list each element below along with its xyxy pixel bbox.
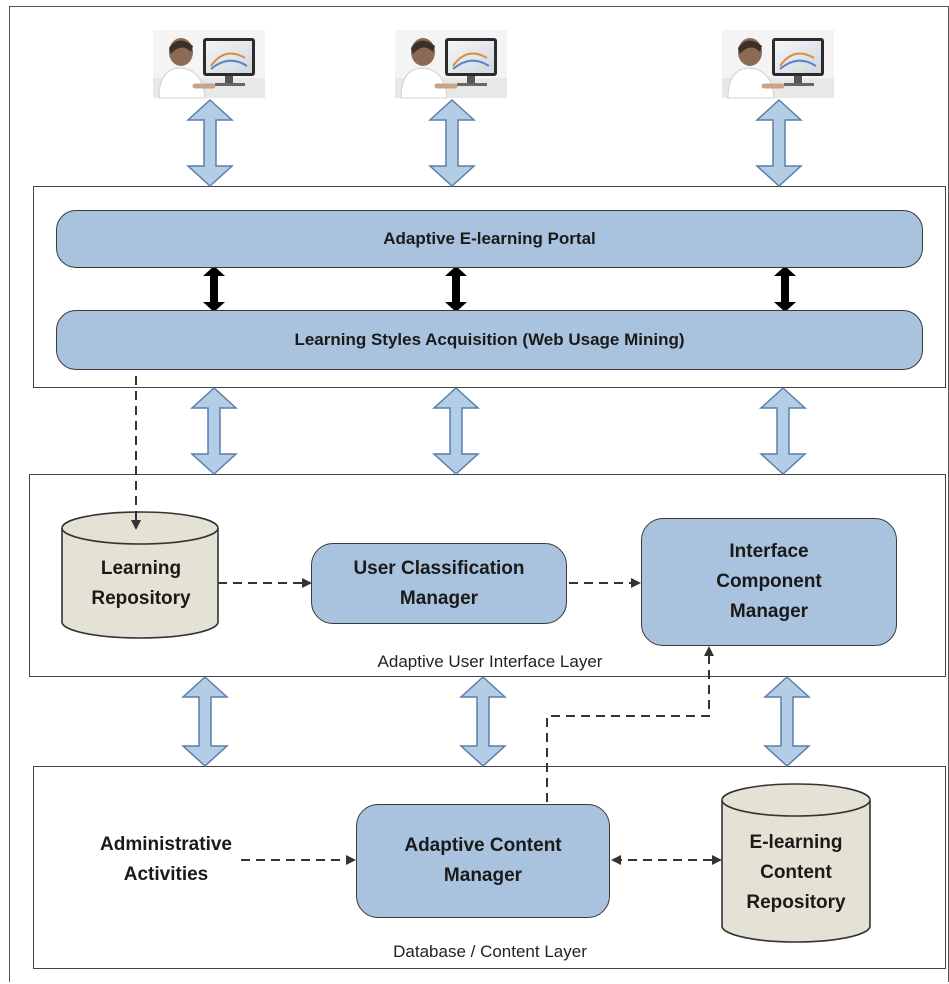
user-at-computer-icon — [722, 30, 834, 99]
adaptive-ui-layer-caption: Adaptive User Interface Layer — [377, 652, 603, 671]
user-classification-manager: User Classification Manager — [311, 543, 567, 624]
elearning-content-repository-cylinder — [721, 783, 871, 943]
content-manager-to-interface-connector — [546, 646, 714, 802]
double-arrow-icon — [428, 98, 476, 188]
black-double-arrow-icon — [774, 266, 796, 312]
learning-repository-label: Learning Repository — [91, 558, 191, 609]
database-content-layer-caption: Database / Content Layer — [393, 942, 587, 961]
learning-styles-acquisition: Learning Styles Acquisition (Web Usage M… — [56, 310, 923, 370]
adaptive-content-manager: Adaptive Content Manager — [356, 804, 610, 918]
black-double-arrow-icon — [203, 266, 225, 312]
double-arrow-icon — [190, 386, 238, 476]
user-at-computer-icon — [153, 30, 265, 99]
user-at-computer-icon — [395, 30, 507, 99]
administrative-activities: Administrative Activities — [100, 834, 232, 885]
interface-component-manager: Interface Component Manager — [641, 518, 897, 646]
black-double-arrow-icon — [445, 266, 467, 312]
double-arrow-icon — [181, 675, 229, 768]
double-arrow-icon — [755, 98, 803, 188]
double-arrow-icon — [763, 675, 811, 768]
adaptive-elearning-portal: Adaptive E-learning Portal — [56, 210, 923, 268]
double-arrow-icon — [186, 98, 234, 188]
double-arrow-icon — [459, 675, 507, 768]
elearning-content-repository-label: E-learning Content Repository — [746, 832, 846, 913]
double-arrow-icon — [759, 386, 807, 476]
double-arrow-icon — [432, 386, 480, 476]
